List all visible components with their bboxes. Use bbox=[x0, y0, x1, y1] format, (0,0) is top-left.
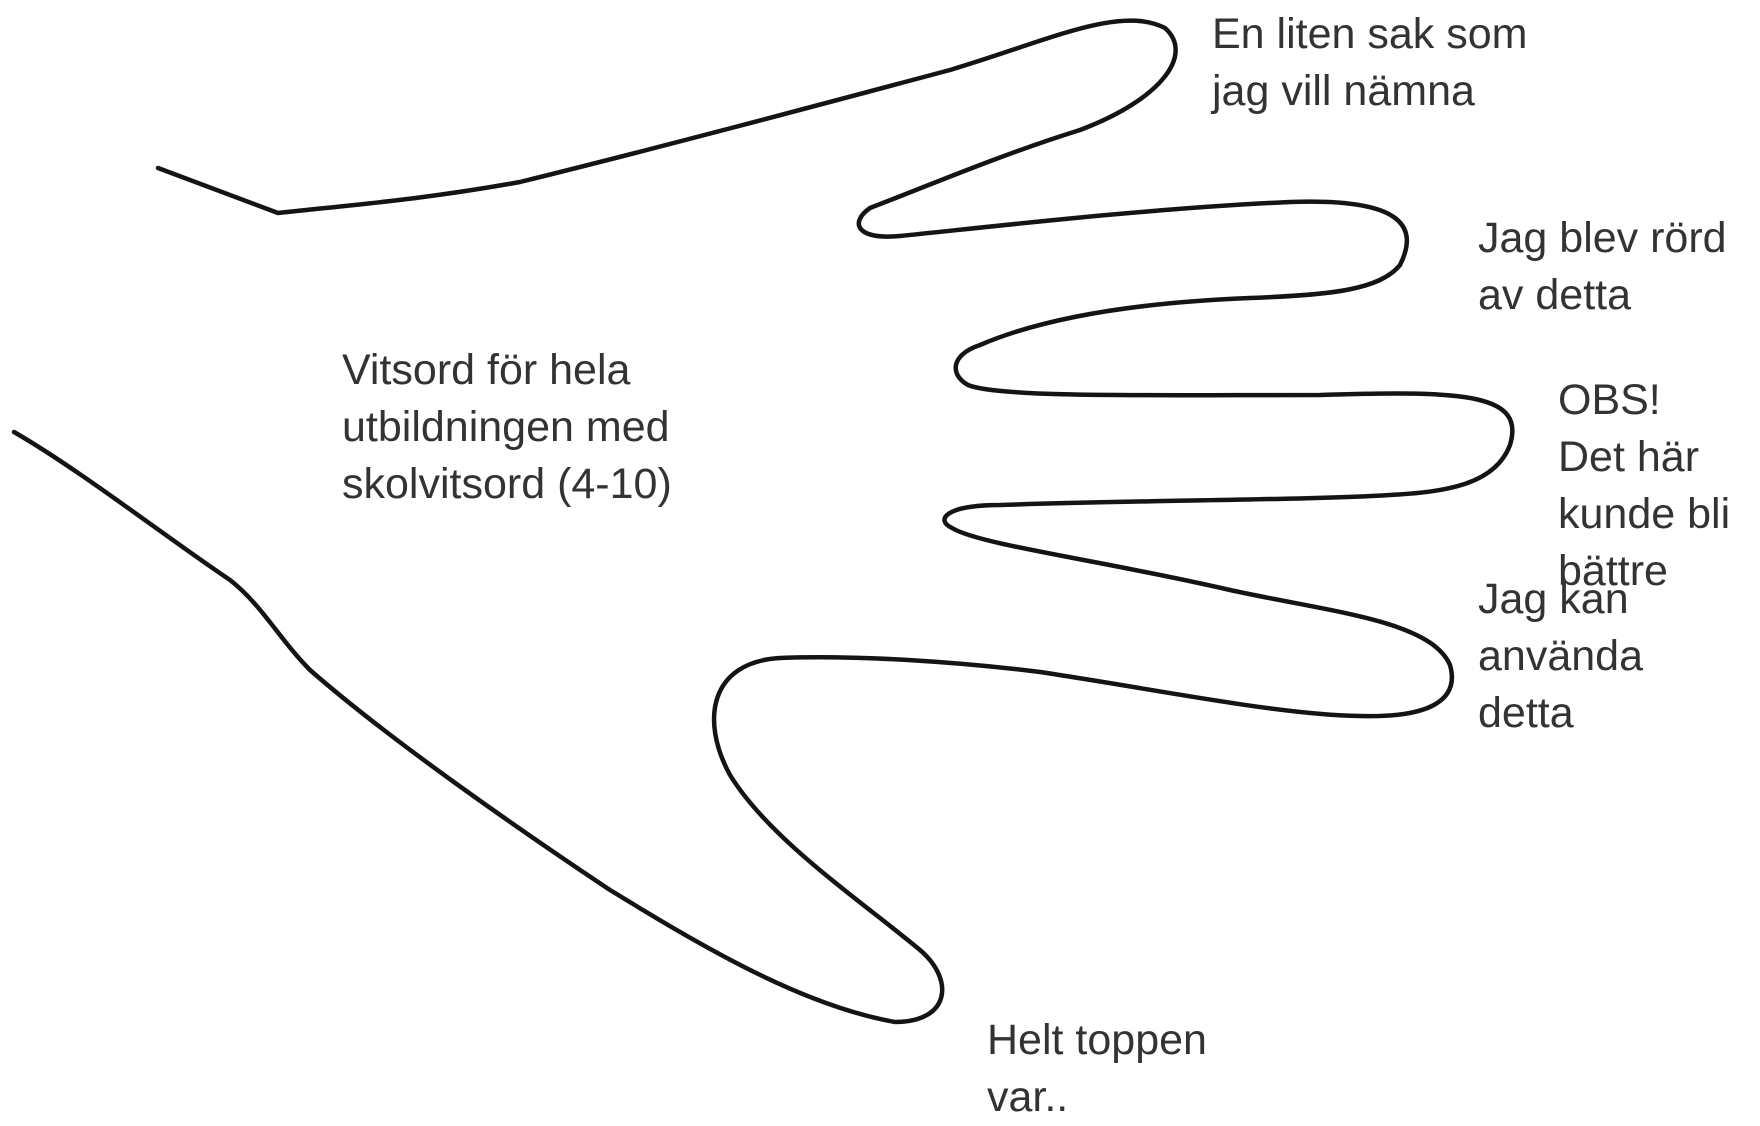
middle-finger-text: OBS! Det här kunde bli bättre bbox=[1558, 372, 1730, 600]
palm-text: Vitsord för hela utbildningen med skolvi… bbox=[342, 342, 672, 513]
pinky-finger-text: En liten sak som jag vill nämna bbox=[1212, 6, 1527, 120]
ring-finger-text: Jag blev rörd av detta bbox=[1478, 210, 1727, 324]
hand-outline-upper bbox=[158, 21, 1512, 1022]
thumb-finger-text: Helt toppen var.. bbox=[987, 1012, 1207, 1126]
hand-outline-lower bbox=[14, 432, 310, 670]
